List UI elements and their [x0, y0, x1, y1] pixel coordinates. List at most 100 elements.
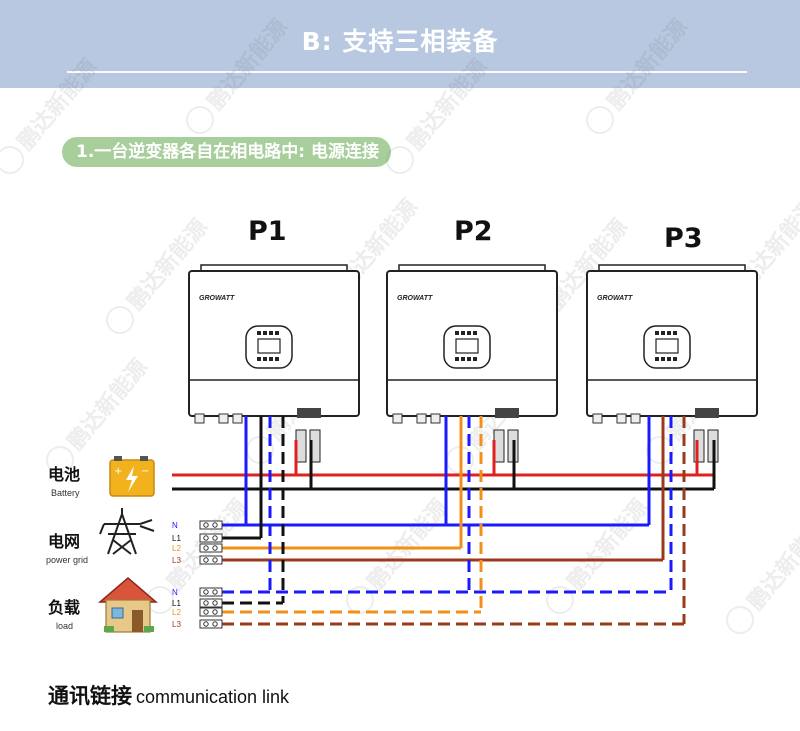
watermark-text: 鹏达新能源 [742, 514, 800, 615]
cable-gland [630, 413, 641, 424]
watermark-logo-icon [0, 146, 24, 174]
battery-terminal-block [495, 408, 519, 418]
control-button [655, 357, 659, 361]
watermark: 鹏达新能源 [0, 54, 103, 174]
cable-gland [616, 413, 627, 424]
watermark-text: 鹏达新能源 [602, 14, 693, 115]
inverter-label-p2: P2 [454, 216, 493, 247]
indicator-led [257, 331, 261, 335]
phase-letter: L3 [172, 620, 181, 629]
terminal-screw [212, 535, 218, 541]
terminal-block [199, 607, 223, 617]
control-button [667, 357, 671, 361]
watermark: 鹏达新能源 [546, 494, 653, 614]
terminal-block [199, 598, 223, 608]
phase-letter: L1 [172, 534, 181, 543]
inverter-label-p3: P3 [664, 223, 703, 254]
grid-label-en: power grid [46, 555, 88, 565]
brand-logo: GROWATT [199, 295, 235, 302]
terminal-block [199, 543, 223, 553]
phase-letter: L3 [172, 556, 181, 565]
terminal-screw [212, 557, 218, 563]
control-button [661, 357, 665, 361]
svg-text:−: − [141, 466, 149, 477]
battery-icon: + − [109, 456, 155, 497]
terminal-screw [212, 589, 218, 595]
phase-letter: N [172, 521, 178, 530]
terminal-screw [203, 545, 209, 551]
battery-terminal-block [297, 408, 321, 418]
watermark: 鹏达新能源 [186, 14, 293, 134]
load-label-en: load [56, 621, 73, 631]
control-button [263, 357, 267, 361]
watermark-text: 鹏达新能源 [562, 494, 653, 595]
terminal-screw [203, 609, 209, 615]
control-button [467, 357, 471, 361]
cable-gland [416, 413, 427, 424]
header-banner: B: 支持三相装备 [0, 0, 800, 88]
watermark-text: 鹏达新能源 [402, 54, 493, 155]
watermark-logo-icon [106, 306, 134, 334]
communication-label-en: communication link [136, 687, 290, 707]
terminal-screw [212, 621, 218, 627]
watermark-text: 鹏达新能源 [12, 54, 103, 155]
control-button [275, 357, 279, 361]
terminal-screw [203, 522, 209, 528]
brand-logo: GROWATT [597, 295, 633, 302]
indicator-led [269, 331, 273, 335]
indicator-led [667, 331, 671, 335]
watermark-logo-icon [46, 446, 74, 474]
indicator-led [467, 331, 471, 335]
terminal-screw [203, 589, 209, 595]
power-tower-icon [99, 508, 155, 555]
watermark-logo-icon [386, 146, 414, 174]
communication-label-cn: 通讯链接 [48, 684, 132, 708]
terminal-screw [212, 600, 218, 606]
inverter-p2: GROWATT [386, 264, 558, 463]
control-button [473, 357, 477, 361]
terminal-block [199, 555, 223, 565]
terminal-block [199, 587, 223, 597]
inverter-label-p1: P1 [248, 216, 287, 247]
lcd-screen [455, 338, 479, 354]
terminal-screw [203, 557, 209, 563]
indicator-led [461, 331, 465, 335]
fuse-left [693, 429, 705, 463]
cable-gland [392, 413, 403, 424]
indicator-led [661, 331, 665, 335]
control-button [257, 357, 261, 361]
control-button [673, 357, 677, 361]
svg-text:+: + [114, 466, 122, 477]
indicator-led [473, 331, 477, 335]
indicator-led [655, 331, 659, 335]
cable-gland [232, 413, 243, 424]
watermark: 鹏达新能源 [386, 54, 493, 174]
watermark-text: 鹏达新能源 [362, 494, 453, 595]
terminal-block [199, 619, 223, 629]
phase-letter: N [172, 588, 178, 597]
terminal-block [199, 520, 223, 530]
wires-group [172, 416, 716, 626]
battery-label-en: Battery [51, 488, 80, 498]
watermark: 鹏达新能源 [346, 494, 453, 614]
control-button [269, 357, 273, 361]
indicator-led [275, 331, 279, 335]
page-title: B: 支持三相装备 [301, 27, 499, 56]
terminal-screw [203, 535, 209, 541]
watermark: 鹏达新能源 [146, 494, 253, 614]
inverter-p3: GROWATT [586, 264, 758, 463]
phase-letter: L2 [172, 544, 181, 553]
battery-label-cn: 电池 [48, 465, 80, 484]
house-icon [97, 577, 159, 633]
battery-terminal-block [695, 408, 719, 418]
cable-gland [592, 413, 603, 424]
grid-label-cn: 电网 [48, 532, 80, 551]
control-button [461, 357, 465, 361]
cable-gland [430, 413, 441, 424]
watermark: 鹏达新能源 [586, 14, 693, 134]
watermark-logo-icon [146, 586, 174, 614]
watermark-text: 鹏达新能源 [62, 354, 153, 455]
watermark-logo-icon [446, 446, 474, 474]
